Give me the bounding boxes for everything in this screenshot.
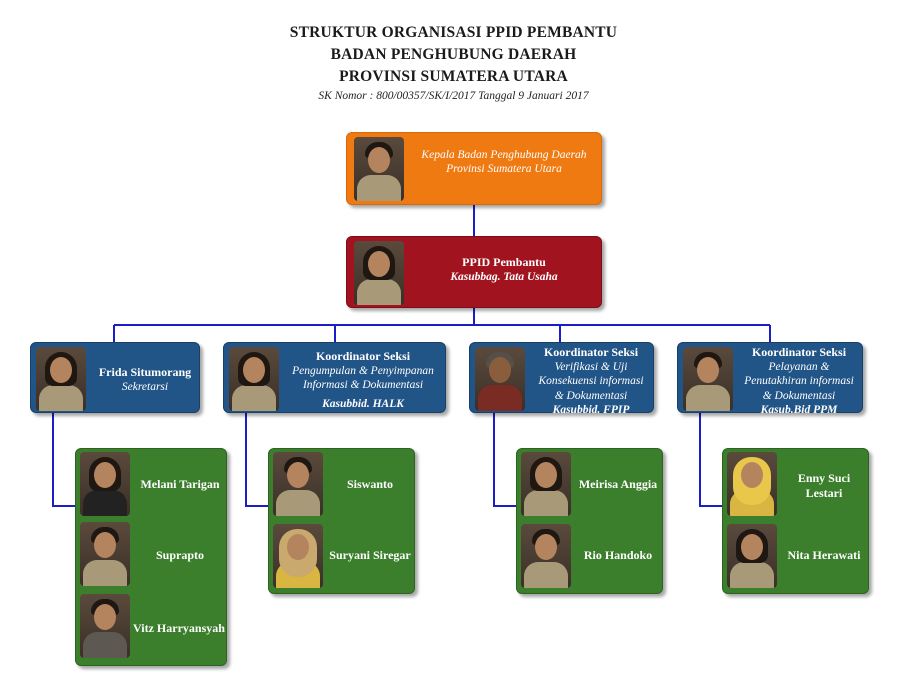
coordinator-box-1: Frida Situmorang Sekretarsi — [30, 342, 200, 413]
coordinator-4-role-3: & Dokumentasi — [762, 389, 836, 402]
connector-group-2 — [245, 413, 268, 507]
member-photo-nita — [727, 524, 777, 588]
title-line-1: STRUKTUR ORGANISASI PPID PEMBANTU — [289, 24, 618, 41]
title-line-2: BADAN PENGHUBUNG DAERAH — [330, 46, 577, 63]
head-photo — [354, 137, 404, 201]
head-box: Kepala Badan Penghubung Daerah Provinsi … — [346, 132, 602, 205]
ppid-name: PPID Pembantu — [462, 255, 546, 269]
coordinator-4-role-1: Pelayanan & — [768, 361, 830, 373]
member-group-1: Melani Tarigan Suprapto Vitz Harryansyah — [75, 448, 227, 666]
member-name-enny: Enny Suci Lestari — [781, 471, 867, 501]
member-group-3: Meirisa Anggia Rio Handoko — [516, 448, 663, 594]
member-name-suprapto: Suprapto — [155, 548, 205, 562]
coordinator-2-photo — [229, 347, 279, 411]
coordinator-4-unit: Kasub.Bid PPM — [760, 404, 838, 417]
member-name-vitz: Vitz Harryansyah — [133, 621, 225, 635]
member-photo-siswanto — [273, 452, 323, 516]
coordinator-4-name: Koordinator Seksi — [751, 345, 847, 359]
member-group-4: Enny Suci Lestari Nita Herawati — [722, 448, 869, 594]
member-name-enny-line-1: Enny Suci — [797, 471, 851, 485]
coordinator-2-unit: Kasubbid. HALK — [322, 397, 404, 410]
member-name-enny-line-2: Lestari — [805, 486, 843, 500]
coordinator-3-unit: Kasubbid. FPIP — [552, 404, 630, 417]
coordinator-1-name: Frida Situmorang — [98, 365, 192, 379]
coordinator-3-role-1: Verifikasi & Uji — [554, 361, 628, 373]
member-photo-suryani — [273, 524, 323, 588]
title-line-3: PROVINSI SUMATERA UTARA — [339, 68, 568, 85]
coordinator-4-photo — [683, 347, 733, 411]
coordinator-1-photo — [36, 347, 86, 411]
coordinator-4-role-2: Penutakhiran informasi — [744, 375, 854, 388]
connector-group-1 — [52, 413, 75, 507]
coordinator-2-name: Koordinator Seksi — [315, 349, 411, 363]
member-group-2: Siswanto Suryani Siregar — [268, 448, 415, 594]
head-title-line-1: Kepala Badan Penghubung Daerah — [421, 149, 587, 161]
sk-number-subtitle: SK Nomor : 800/00357/SK/I/2017 Tanggal 9… — [318, 90, 589, 102]
member-photo-rio — [521, 524, 571, 588]
member-name-melani: Melani Tarigan — [140, 477, 220, 491]
coordinator-3-role-3: & Dokumentasi — [554, 389, 628, 402]
coordinator-3-name: Koordinator Seksi — [543, 345, 639, 359]
member-name-siswanto: Siswanto — [346, 477, 393, 491]
coordinator-3-photo — [475, 347, 525, 411]
member-name-suryani: Suryani Siregar — [329, 548, 411, 562]
coordinator-2-text: Koordinator Seksi Pengumpulan & Penyimpa… — [282, 349, 444, 411]
connector-group-4 — [699, 413, 722, 507]
member-photo-melani — [80, 452, 130, 516]
coordinator-1-text: Frida Situmorang Sekretarsi — [91, 365, 199, 394]
member-name-rio: Rio Handoko — [583, 548, 653, 562]
member-name-meirisa: Meirisa Anggia — [578, 477, 658, 491]
connector-group-3 — [493, 413, 516, 507]
coordinator-4-text: Koordinator Seksi Pelayanan & Penutakhir… — [736, 345, 862, 418]
member-photo-suprapto — [80, 522, 130, 586]
member-photo-enny — [727, 452, 777, 516]
coordinator-box-3: Koordinator Seksi Verifikasi & Uji Konse… — [469, 342, 654, 416]
member-photo-vitz — [80, 594, 130, 658]
coordinator-2-role-2: Informasi & Dokumentasi — [302, 379, 424, 392]
ppid-title: PPID Pembantu Kasubbag. Tata Usaha — [411, 255, 597, 284]
coordinator-box-4: Koordinator Seksi Pelayanan & Penutakhir… — [677, 342, 863, 416]
member-photo-meirisa — [521, 452, 571, 516]
coordinator-1-role: Sekretarsi — [121, 381, 169, 393]
coordinator-3-role-2: Konsekuensi informasi — [538, 375, 644, 388]
coordinator-3-text: Koordinator Seksi Verifikasi & Uji Konse… — [528, 345, 654, 418]
ppid-box: PPID Pembantu Kasubbag. Tata Usaha — [346, 236, 602, 308]
head-title: Kepala Badan Penghubung Daerah Provinsi … — [411, 148, 597, 177]
head-title-line-2: Provinsi Sumatera Utara — [446, 163, 562, 176]
coordinator-2-role-1: Pengumpulan & Penyimpanan — [292, 365, 434, 377]
coordinator-box-2: Koordinator Seksi Pengumpulan & Penyimpa… — [223, 342, 446, 413]
ppid-photo — [354, 241, 404, 305]
ppid-role: Kasubbag. Tata Usaha — [450, 271, 558, 283]
member-name-nita: Nita Herawati — [787, 548, 861, 562]
